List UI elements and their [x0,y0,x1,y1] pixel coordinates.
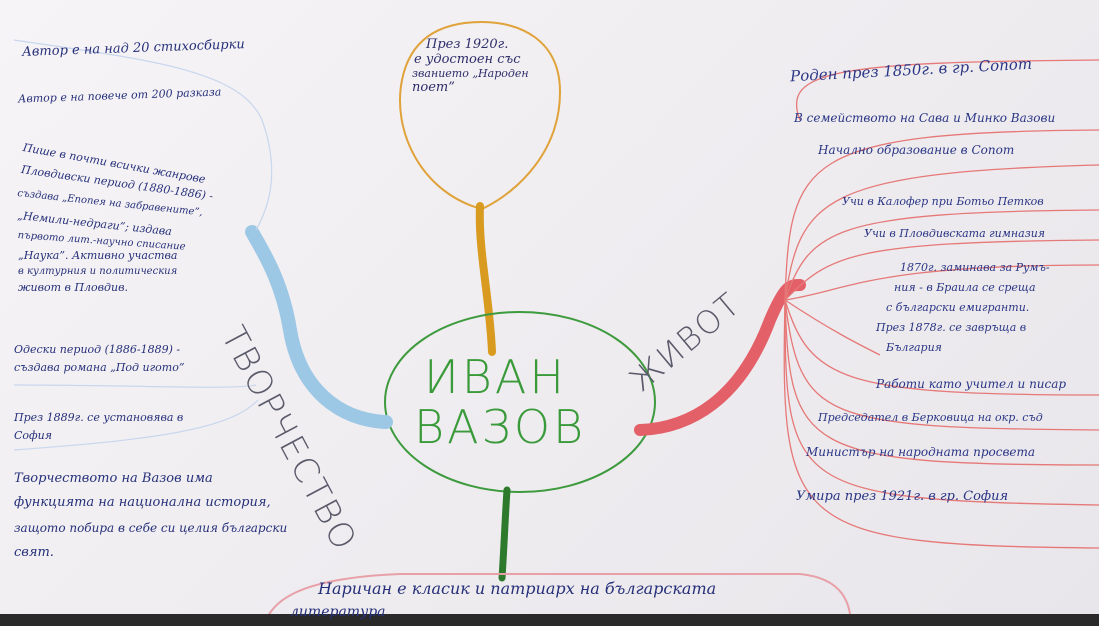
top-stem [475,202,496,356]
right-item: 1870г. заминава за Румъ- [900,261,1050,274]
right-item: ния - в Браила се среща [894,281,1036,294]
bottom-bubble-outline [262,573,852,626]
right-item: Начално образование в Сопот [818,143,1015,157]
bottom-stem [498,486,511,582]
center-title-last-name: ВАЗОВ [414,400,587,454]
top-line: поет” [412,79,455,95]
bottom-bubble-line: литература [290,604,386,620]
top-bubble-outline [399,20,562,209]
left-item: Творчеството на Вазов има [14,471,213,486]
center-oval [384,311,656,493]
right-item: с български емигранти. [886,301,1030,314]
top-line: званието „Народен [412,66,529,80]
left-item: живот в Пловдив. [18,281,129,294]
left-item: създава романа „Под игото” [14,361,185,374]
left-item: През 1889г. се установява в [14,411,184,424]
left-item: Одески период (1886-1889) - [14,343,181,356]
right-item: В семейството на Сава и Минко Вазови [794,111,1056,125]
top-line: е удостоен със [414,51,521,67]
left-item: функцията на национална история, [14,495,271,510]
left-item: София [14,429,53,442]
left-item: в културния и политическия [18,266,178,277]
left-branch-stroke [245,225,393,429]
right-item: Учи в Пловдивската гимназия [864,227,1046,240]
right-item: Учи в Калофер при Ботьо Петков [842,195,1044,208]
top-line: През 1920г. [426,37,509,52]
right-item: Работи като учител и писар [876,377,1067,391]
right-item: България [886,341,942,354]
bottom-bubble-line: Наричан е класик и патриарх на българска… [318,579,717,598]
center-title-first-name: ИВАН [424,350,567,404]
left-guide-lines [13,39,273,451]
left-item: защото побира в себе си целия български [14,521,288,535]
right-item-connectors [783,59,1099,549]
right-item: Председател в Берковица на окр. съд [818,411,1043,424]
left-item: свят. [14,545,54,560]
right-item: Умира през 1921г. в гр. София [796,489,1009,504]
left-item: „Наука”. Активно участва [18,249,178,262]
right-item: Министър на народната просвета [806,445,1036,459]
right-item: През 1878г. се завръща в [876,321,1027,334]
top-bubble-text: През 1920г. е удостоен със званието „Нар… [412,37,529,95]
bottom-dark-strip [0,614,1099,626]
